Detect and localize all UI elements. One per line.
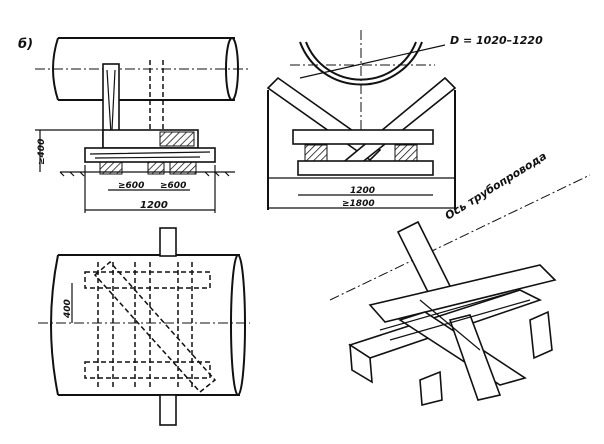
spacing-dim-1: ≥600 bbox=[118, 181, 144, 191]
inner-width-dim: 1200 bbox=[350, 186, 375, 196]
pipeline-axis bbox=[329, 174, 591, 301]
axis-label: Ось трубопровода bbox=[443, 149, 549, 222]
spacing-dim-2: ≥600 bbox=[160, 181, 186, 191]
offset-dim: 400 bbox=[63, 299, 73, 319]
figure-label: б) bbox=[18, 37, 33, 52]
front-view: б) ≥400 ≥600 ≥600 1200 bbox=[18, 37, 250, 213]
outer-width-dim: ≥1800 bbox=[342, 199, 375, 209]
plan-view: 400 bbox=[38, 227, 250, 426]
pipe-outline bbox=[58, 37, 235, 101]
section-view: D = 1020–1220 1200 ≥1800 bbox=[266, 30, 543, 210]
height-dim: ≥400 bbox=[37, 139, 47, 165]
width-dim: 1200 bbox=[140, 200, 168, 211]
diameter-label: D = 1020–1220 bbox=[450, 34, 543, 47]
bottom-beam bbox=[84, 147, 216, 163]
pipe-end bbox=[230, 254, 246, 396]
